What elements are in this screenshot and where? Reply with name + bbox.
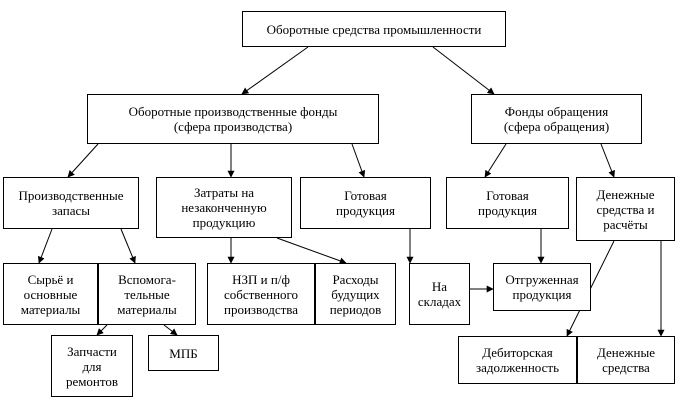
node-finished-goods-production: Готовая продукция <box>300 177 431 229</box>
arrow-production-to-inventories <box>67 143 99 178</box>
node-deferred-expenses: Расходы будущих периодов <box>315 263 396 325</box>
arrow-circulation-to-finished-goods <box>484 143 507 178</box>
arrow-production-to-finished-goods <box>351 143 366 178</box>
arrow-auxiliary-to-spare-parts <box>96 324 108 336</box>
node-inventories: Производственные запасы <box>3 177 139 229</box>
node-in-warehouses: На складах <box>409 263 470 325</box>
arrow-root-to-circulation-funds <box>432 46 495 95</box>
node-mpb: МПБ <box>148 335 219 371</box>
arrow-wip-costs-to-deferred <box>276 237 347 265</box>
node-finished-goods-circulation: Готовая продукция <box>446 177 569 229</box>
arrow-inventories-to-raw-materials <box>37 228 53 264</box>
node-auxiliary-materials: Вспомога- тельные материалы <box>98 263 196 325</box>
arrow-root-to-production-funds <box>241 46 309 95</box>
node-raw-materials: Сырьё и основные материалы <box>3 263 98 325</box>
node-spare-parts: Запчасти для ремонтов <box>51 335 133 397</box>
node-root: Оборотные средства промышленности <box>242 11 506 47</box>
arrow-auxiliary-to-mpb <box>163 324 178 336</box>
arrow-inventories-to-auxiliary <box>120 228 136 264</box>
node-wip: НЗП и п/ф собственного производства <box>207 263 315 325</box>
node-cash: Денежные средства <box>577 336 675 384</box>
node-wip-costs: Затраты на незаконченную продукцию <box>156 177 292 238</box>
node-cash-and-settlements: Денежные средства и расчёты <box>576 177 675 241</box>
arrow-circulation-to-cash-settlements <box>600 143 615 178</box>
node-shipped-goods: Отгруженная продукция <box>493 263 591 311</box>
node-production-funds: Оборотные производственные фонды (сфера … <box>87 94 379 144</box>
node-receivables: Дебиторская задолженность <box>458 336 577 384</box>
node-circulation-funds: Фонды обращения (сфера обращения) <box>471 94 642 144</box>
